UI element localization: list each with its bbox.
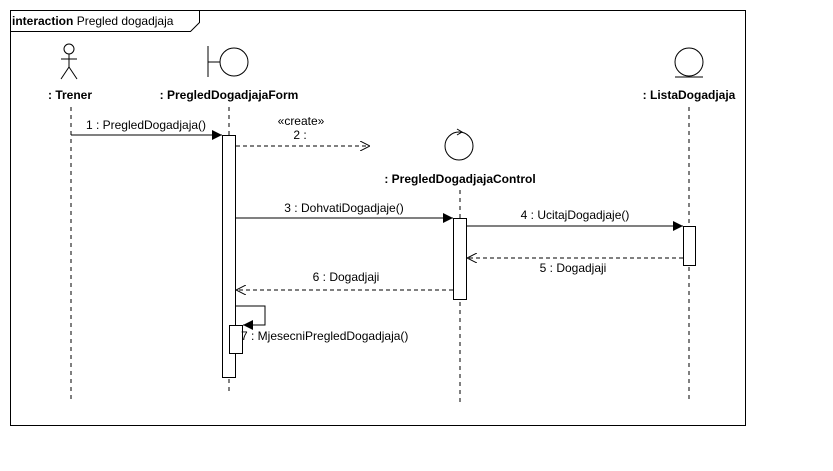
frame-keyword: interaction (12, 14, 73, 28)
control-icon (444, 128, 474, 161)
interaction-frame (10, 10, 746, 426)
activation-lista (683, 226, 696, 266)
message-4-label: 4 : UcitajDogadjaje() (521, 208, 630, 222)
boundary-icon (207, 46, 249, 77)
message-5-label: 5 : Dogadjaji (540, 261, 607, 275)
lifeline-label-lista: : ListaDogadjaja (643, 88, 736, 102)
message-1-label: 1 : PregledDogadjaja() (86, 118, 206, 132)
message-3-label: 3 : DohvatiDogadjaje() (284, 201, 403, 215)
frame-name-tab (10, 10, 200, 32)
lifeline-label-form: : PregledDogadjajaForm (160, 88, 299, 102)
message-2-stereotype: «create» (278, 114, 325, 128)
entity-icon (674, 47, 704, 78)
activation-form (222, 135, 236, 378)
frame-title: interaction Pregled dogadjaja (12, 14, 174, 28)
message-7-arrow (236, 305, 266, 330)
lifeline-label-control: : PregledDogadjajaControl (384, 172, 535, 186)
message-6-label: 6 : Dogadjaji (313, 270, 380, 284)
message-2-label: 2 : (293, 128, 306, 142)
frame-name: Pregled dogadjaja (77, 14, 174, 28)
actor-icon (60, 43, 78, 80)
lifeline-label-trener: : Trener (48, 88, 92, 102)
activation-control (453, 218, 467, 300)
message-7-label: 7 : MjesecniPregledDogadjaja() (241, 329, 408, 343)
activation-form-nested (229, 325, 243, 354)
